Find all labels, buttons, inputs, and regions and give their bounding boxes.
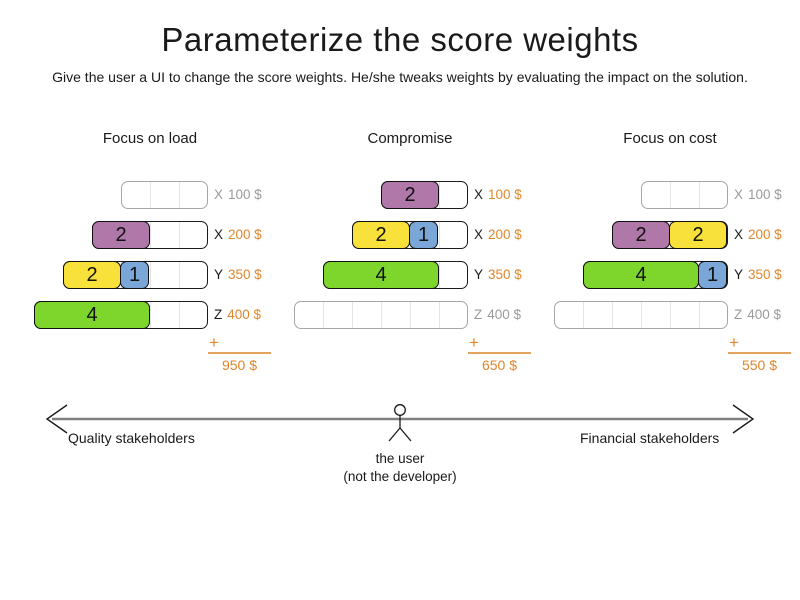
resource-price-label: X 200 $ — [734, 221, 782, 249]
total-cost-value: 550 $ — [741, 357, 778, 373]
resource-letter: X — [214, 187, 224, 202]
weight-block-purple: 2 — [92, 221, 150, 249]
capacity-bar: 2 — [381, 181, 468, 209]
plus-sign: + — [468, 334, 531, 354]
page-title: Parameterize the score weights — [161, 21, 639, 58]
weight-bar-row: 2 X 200 $ — [20, 221, 280, 249]
left-arrowhead-icon — [45, 404, 68, 434]
weight-block-yellow: 2 — [63, 261, 121, 289]
weight-bar-row: Z 400 $ — [280, 301, 540, 329]
resource-letter: Y — [734, 267, 744, 282]
resource-price-label: Z 400 $ — [214, 301, 261, 329]
resource-letter: X — [474, 227, 484, 242]
resource-price-label: X 100 $ — [734, 181, 782, 209]
resource-price-label: X 100 $ — [474, 181, 522, 209]
weight-block-blue: 1 — [409, 221, 438, 249]
resource-price-label: Z 400 $ — [734, 301, 781, 329]
resource-letter: X — [214, 227, 224, 242]
resource-letter: Z — [474, 307, 483, 322]
financial-stakeholders-label: Financial stakeholders — [580, 430, 720, 446]
resource-price: 400 $ — [227, 307, 262, 322]
weight-block-purple: 2 — [381, 181, 439, 209]
total-cost-value: 650 $ — [481, 357, 518, 373]
weight-block-yellow: 2 — [669, 221, 727, 249]
resource-price: 100 $ — [748, 187, 782, 202]
quality-stakeholders-label: Quality stakeholders — [68, 430, 195, 446]
resource-letter: Y — [474, 267, 484, 282]
resource-letter: Y — [214, 267, 224, 282]
resource-price-label: X 200 $ — [214, 221, 262, 249]
weight-block-blue: 1 — [120, 261, 149, 289]
resource-price: 100 $ — [488, 187, 522, 202]
weight-block-yellow: 2 — [352, 221, 410, 249]
user-caption-line2: (not the developer) — [343, 469, 457, 484]
weight-block-green: 4 — [34, 301, 150, 329]
weight-bar-row: Z 400 $ — [540, 301, 800, 329]
resource-price-label: Z 400 $ — [474, 301, 521, 329]
user-caption-line1: the user — [375, 451, 425, 466]
page-subtitle: Give the user a UI to change the score w… — [52, 69, 748, 85]
total-cost-sum: +550 $ — [728, 334, 791, 373]
capacity-bar — [294, 301, 468, 329]
weight-bar-row: 2 X 100 $ — [280, 181, 540, 209]
user-icon — [388, 404, 412, 442]
weight-block-blue: 1 — [698, 261, 727, 289]
plus-sign: + — [208, 334, 271, 354]
resource-price: 400 $ — [487, 307, 522, 322]
weight-bar-row: X 100 $ — [540, 181, 800, 209]
resource-price: 350 $ — [748, 267, 782, 282]
plus-sign: + — [728, 334, 791, 354]
resource-price: 350 $ — [228, 267, 262, 282]
capacity-bar — [121, 181, 208, 209]
capacity-bar: 2 — [92, 221, 208, 249]
stakeholder-axis — [45, 404, 755, 442]
total-cost-sum: +650 $ — [468, 334, 531, 373]
resource-price-label: X 100 $ — [214, 181, 262, 209]
resource-letter: X — [474, 187, 484, 202]
weight-bar-row: 4 Y 350 $ — [280, 261, 540, 289]
capacity-bar — [554, 301, 728, 329]
panel-title: Focus on load — [102, 130, 198, 147]
weight-bar-row: X 100 $ — [20, 181, 280, 209]
resource-price: 350 $ — [488, 267, 522, 282]
resource-price: 200 $ — [228, 227, 262, 242]
resource-price: 100 $ — [228, 187, 262, 202]
resource-price-label: Y 350 $ — [474, 261, 522, 289]
capacity-bar: 4 — [34, 301, 208, 329]
resource-price-label: Y 350 $ — [734, 261, 782, 289]
capacity-bar: 4 — [323, 261, 468, 289]
resource-price: 200 $ — [748, 227, 782, 242]
resource-price: 200 $ — [488, 227, 522, 242]
resource-letter: X — [734, 227, 744, 242]
panel-title: Focus on cost — [623, 130, 717, 147]
right-arrowhead-icon — [732, 404, 755, 434]
weight-block-green: 4 — [323, 261, 439, 289]
resource-letter: Z — [734, 307, 743, 322]
total-cost-sum: +950 $ — [208, 334, 271, 373]
capacity-bar — [641, 181, 728, 209]
panel-title: Compromise — [367, 130, 453, 147]
resource-letter: X — [734, 187, 744, 202]
resource-price: 400 $ — [747, 307, 782, 322]
resource-price-label: X 200 $ — [474, 221, 522, 249]
weight-block-green: 4 — [583, 261, 699, 289]
user-caption: the user (not the developer) — [0, 450, 800, 486]
total-cost-value: 950 $ — [221, 357, 258, 373]
resource-price-label: Y 350 $ — [214, 261, 262, 289]
weight-bar-row: 4 Z 400 $ — [20, 301, 280, 329]
resource-letter: Z — [214, 307, 223, 322]
weight-block-purple: 2 — [612, 221, 670, 249]
